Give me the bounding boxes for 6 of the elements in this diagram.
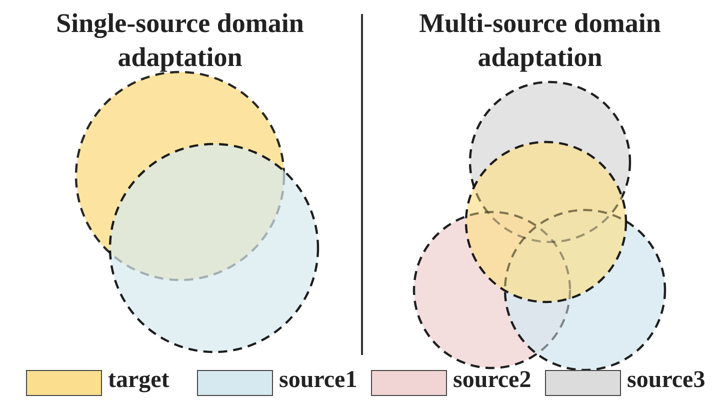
heading: Multi-source domain adaptation — [418, 7, 662, 74]
legend-label: source2 — [453, 367, 532, 394]
legend-label: target — [108, 367, 170, 394]
heading: Single-source domain adaptation — [55, 7, 305, 74]
legend-label: source3 — [627, 367, 706, 394]
legend-label: source1 — [279, 367, 358, 394]
